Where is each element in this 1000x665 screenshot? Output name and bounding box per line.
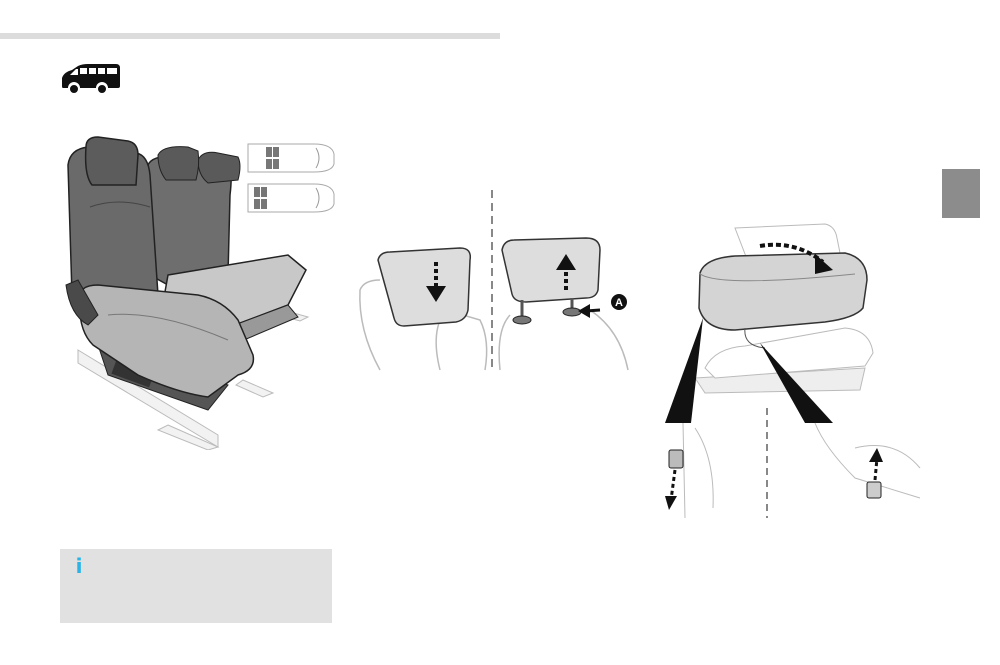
info-icon: i bbox=[75, 554, 83, 578]
rear-bench-seat-illustration bbox=[65, 136, 310, 450]
chapter-tab bbox=[942, 169, 980, 218]
callout-marker-icon bbox=[611, 294, 627, 310]
info-note-box: i bbox=[60, 549, 332, 623]
seat-fold-illustration bbox=[665, 223, 921, 519]
seat-layout-diagram bbox=[247, 143, 335, 213]
van-icon bbox=[62, 64, 120, 95]
headrest-adjustment-illustration: A bbox=[359, 190, 629, 371]
top-divider-rule bbox=[0, 33, 500, 39]
callout-label-a: A bbox=[615, 297, 623, 309]
